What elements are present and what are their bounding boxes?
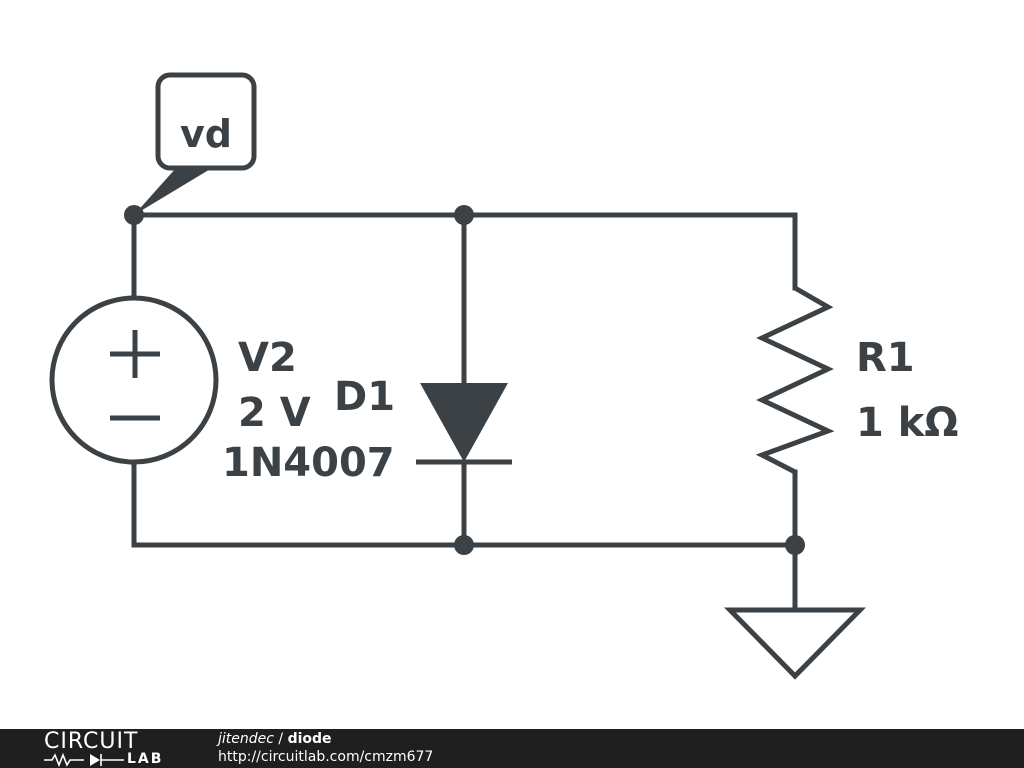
credit-line: jitendec / diode [218, 731, 332, 747]
net-label-text: vd [180, 112, 232, 156]
resistor-name: R1 [856, 335, 915, 381]
junction-dot [124, 205, 144, 225]
voltage-source-circle [49, 295, 219, 465]
resistor-value: 1 kΩ [856, 400, 958, 446]
circuitlab-logo-top[interactable]: CIRCUIT [44, 729, 139, 754]
net-label-callout[interactable]: vd [134, 72, 257, 215]
diode-name: D1 [334, 374, 395, 420]
footer-bar: CIRCUIT LAB jitendec / diode http://circ… [0, 729, 1024, 768]
source-name: V2 [238, 335, 297, 381]
ground-symbol[interactable] [724, 607, 866, 680]
project-url[interactable]: http://circuitlab.com/cmzm677 [218, 749, 434, 765]
junctions [124, 205, 805, 555]
resistor-zigzag [755, 285, 835, 475]
author-link[interactable]: jitendec [218, 731, 274, 747]
junction-dot [785, 535, 805, 555]
credit-separator: / [273, 731, 288, 747]
junction-dot [454, 205, 474, 225]
diode-triangle [420, 383, 508, 462]
circuitlab-logo-bottom: LAB [127, 751, 164, 767]
source-value: 2 V [238, 390, 311, 436]
voltage-source-v2[interactable]: V2 2 V [49, 295, 311, 465]
circuitlab-logo-symbol [44, 752, 124, 767]
diode-d1[interactable]: D1 1N4007 [222, 374, 512, 486]
ground-triangle [724, 607, 866, 680]
resistor-r1[interactable]: R1 1 kΩ [755, 285, 958, 475]
diode-part: 1N4007 [222, 440, 395, 486]
net-label-pointer [134, 168, 212, 215]
project-link[interactable]: diode [287, 731, 332, 747]
junction-dot [454, 535, 474, 555]
